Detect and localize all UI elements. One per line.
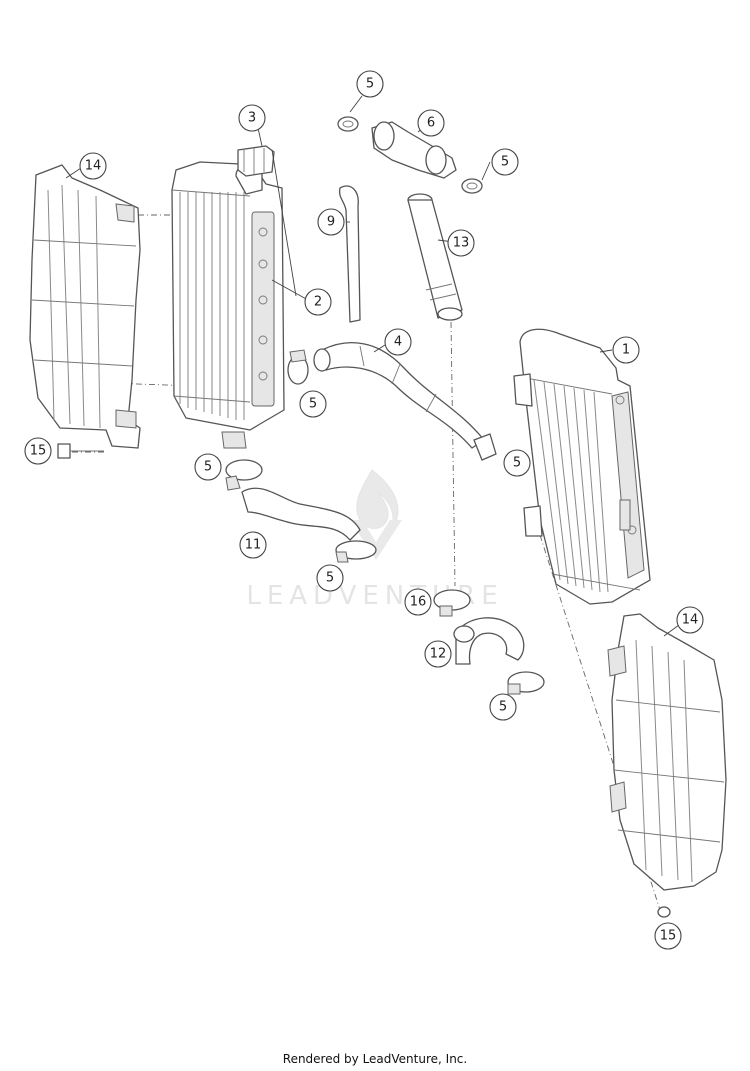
callout-5d: 5 xyxy=(503,449,531,477)
callout-3: 3 xyxy=(238,104,266,132)
svg-text:5: 5 xyxy=(309,397,317,412)
callout-2: 2 xyxy=(304,288,332,316)
hose-4 xyxy=(313,342,497,461)
clamp-near-hose-4 xyxy=(287,349,309,385)
callout-6: 6 xyxy=(417,109,445,137)
callout-9: 9 xyxy=(317,208,345,236)
callout-14a: 14 xyxy=(79,152,107,180)
fastener-15-right xyxy=(657,906,671,918)
svg-text:4: 4 xyxy=(394,335,402,350)
svg-text:3: 3 xyxy=(248,111,256,126)
fastener-15-left xyxy=(57,443,104,459)
svg-text:15: 15 xyxy=(30,444,47,459)
svg-text:13: 13 xyxy=(453,236,470,251)
right-radiator-shroud xyxy=(607,613,727,891)
callout-14b: 14 xyxy=(676,606,704,634)
callout-15a: 15 xyxy=(24,437,52,465)
svg-text:11: 11 xyxy=(245,538,262,553)
svg-text:5: 5 xyxy=(501,155,509,170)
svg-text:14: 14 xyxy=(85,159,102,174)
callout-5e: 5 xyxy=(194,453,222,481)
svg-text:1: 1 xyxy=(622,343,630,358)
svg-text:2: 2 xyxy=(314,295,322,310)
svg-text:15: 15 xyxy=(660,929,677,944)
callout-5c: 5 xyxy=(299,390,327,418)
callout-15b: 15 xyxy=(654,922,682,950)
svg-text:5: 5 xyxy=(513,456,521,471)
right-radiator xyxy=(513,328,651,605)
callout-5a: 5 xyxy=(356,70,384,98)
svg-text:5: 5 xyxy=(366,77,374,92)
svg-text:5: 5 xyxy=(204,460,212,475)
callout-5g: 5 xyxy=(489,693,517,721)
svg-text:12: 12 xyxy=(430,647,447,662)
svg-text:9: 9 xyxy=(327,215,335,230)
callout-11: 11 xyxy=(239,531,267,559)
flame-logo-icon xyxy=(356,469,399,529)
callout-1: 1 xyxy=(612,336,640,364)
callout-5b: 5 xyxy=(491,148,519,176)
hose-9 xyxy=(338,185,361,323)
left-radiator-shroud xyxy=(29,164,141,449)
svg-text:5: 5 xyxy=(499,700,507,715)
svg-text:16: 16 xyxy=(410,595,427,610)
left-radiator xyxy=(171,145,285,449)
callout-13: 13 xyxy=(447,229,475,257)
callout-4: 4 xyxy=(384,328,412,356)
pipe-13 xyxy=(407,193,463,321)
svg-text:14: 14 xyxy=(682,613,699,628)
svg-text:6: 6 xyxy=(427,116,435,131)
callout-16: 16 xyxy=(404,588,432,616)
footer-credit: Rendered by LeadVenture, Inc. xyxy=(282,1052,468,1066)
hose-11 xyxy=(225,459,377,563)
hose-connector-6 xyxy=(337,116,483,194)
svg-text:5: 5 xyxy=(326,571,334,586)
callout-5f: 5 xyxy=(316,564,344,592)
hose-12 xyxy=(433,589,545,695)
callout-12: 12 xyxy=(424,640,452,668)
leadventure-watermark: LEADVENTURE xyxy=(246,469,498,611)
v-logo-icon xyxy=(350,520,402,560)
